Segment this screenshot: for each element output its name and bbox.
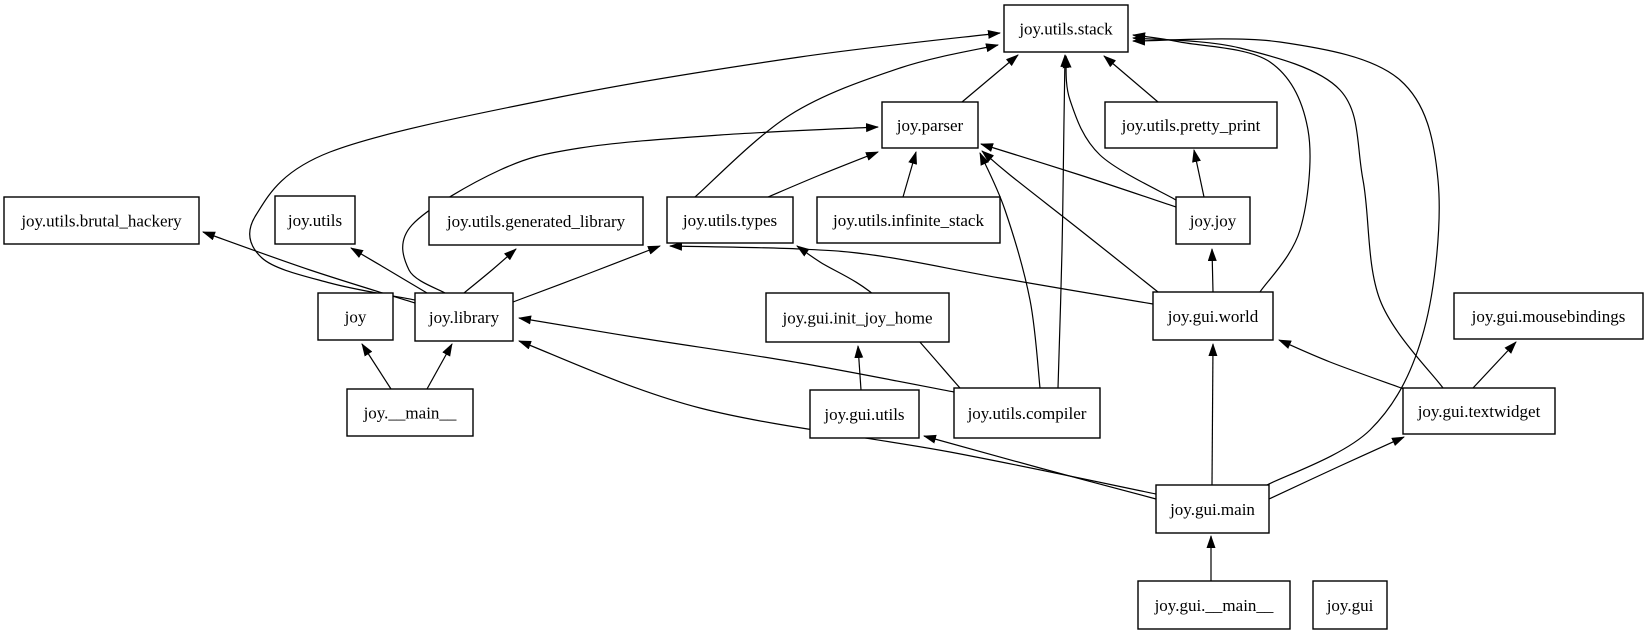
node-label-types: joy.utils.types (682, 211, 777, 230)
edge-joyjoy-to-stack (1062, 55, 1177, 201)
edge-compiler-to-stack (1057, 54, 1070, 389)
node-label-pretty: joy.utils.pretty_print (1121, 116, 1261, 135)
node-label-genlib: joy.utils.generated_library (446, 212, 626, 231)
node-box-joy (317, 292, 394, 341)
node-box-brutal (3, 196, 200, 245)
node-box-textwidget (1402, 387, 1556, 435)
edge-mainmod-to-library (426, 343, 453, 390)
node-joy: joy (317, 292, 394, 341)
node-label-world: joy.gui.world (1167, 307, 1259, 326)
edge-guimain-to-world (1208, 343, 1218, 486)
node-box-stack (1003, 4, 1129, 53)
node-label-utils: joy.utils (287, 211, 342, 230)
node-genlib: joy.utils.generated_library (428, 196, 644, 246)
node-label-stack: joy.utils.stack (1018, 20, 1113, 39)
node-box-genlib (428, 196, 644, 246)
node-box-world (1152, 291, 1274, 341)
node-guimainmod: joy.gui.__main__ (1137, 580, 1291, 630)
node-box-inithome (765, 292, 950, 343)
edge-library-to-utils (350, 247, 428, 294)
edge-library-to-parser (402, 123, 879, 294)
edge-world-to-parser (981, 150, 1159, 293)
edge-library-to-genlib (463, 248, 517, 294)
node-world: joy.gui.world (1152, 291, 1274, 341)
node-box-mainmod (346, 388, 474, 437)
node-box-parser (881, 101, 979, 149)
edge-textwidget-to-mouse (1472, 341, 1517, 389)
node-box-library (414, 292, 514, 342)
node-label-inithome: joy.gui.init_joy_home (781, 309, 932, 328)
edge-library-to-stack (249, 29, 1001, 301)
edge-world-to-joyjoy (1207, 248, 1217, 293)
node-guiutils: joy.gui.utils (809, 389, 920, 439)
edge-textwidget-to-world (1278, 339, 1405, 390)
edge-compiler-to-parser (979, 152, 1041, 389)
node-box-guiutils (809, 389, 920, 439)
edge-mainmod-to-joy (361, 343, 392, 390)
edge-types-to-parser (767, 151, 879, 198)
node-label-library: joy.library (428, 308, 500, 327)
node-box-types (666, 196, 794, 244)
edge-pretty-to-stack (1103, 55, 1159, 103)
node-mouse: joy.gui.mousebindings (1453, 292, 1644, 340)
node-label-joy: joy (344, 308, 367, 327)
node-box-guimain (1155, 484, 1270, 534)
edge-guiutils-to-inithome (854, 345, 864, 391)
node-inithome: joy.gui.init_joy_home (765, 292, 950, 343)
edge-compiler-to-library (518, 315, 955, 393)
edge-guimain-to-guiutils (923, 434, 1157, 500)
edge-joyjoy-to-parser (980, 143, 1177, 208)
node-library: joy.library (414, 292, 514, 342)
node-box-gui (1312, 580, 1388, 630)
node-infstack: joy.utils.infinite_stack (816, 196, 1001, 244)
node-label-infstack: joy.utils.infinite_stack (832, 211, 984, 230)
node-stack: joy.utils.stack (1003, 4, 1129, 53)
node-label-joyjoy: joy.joy (1189, 212, 1237, 231)
edge-world-to-stack (1132, 32, 1311, 293)
node-label-textwidget: joy.gui.textwidget (1417, 402, 1541, 421)
node-label-guimain: joy.gui.main (1169, 500, 1255, 519)
node-guimain: joy.gui.main (1155, 484, 1270, 534)
edge-world-to-types (669, 241, 1154, 305)
node-box-compiler (953, 387, 1101, 439)
edge-guimain-to-stack (1132, 36, 1440, 486)
edge-parser-to-stack (961, 54, 1019, 103)
edge-joyjoy-to-pretty (1192, 149, 1205, 198)
node-compiler: joy.utils.compiler (953, 387, 1101, 439)
node-gui: joy.gui (1312, 580, 1388, 630)
node-label-guiutils: joy.gui.utils (823, 405, 904, 424)
node-types: joy.utils.types (666, 196, 794, 244)
node-box-mouse (1453, 292, 1644, 340)
node-box-guimainmod (1137, 580, 1291, 630)
node-joyjoy: joy.joy (1175, 196, 1251, 245)
edge-library-to-types (512, 245, 661, 303)
node-box-infstack (816, 196, 1001, 244)
edge-infstack-to-parser (902, 151, 917, 198)
node-label-compiler: joy.utils.compiler (967, 404, 1087, 423)
node-box-joyjoy (1175, 196, 1251, 245)
node-label-parser: joy.parser (896, 116, 964, 135)
node-brutal: joy.utils.brutal_hackery (3, 196, 200, 245)
nodes-layer: joy.utils.stack joy.parser joy.utils.prett… (3, 4, 1644, 630)
edge-textwidget-to-stack (1132, 34, 1444, 389)
node-label-mainmod: joy.__main__ (363, 404, 457, 423)
edge-types-to-stack (694, 43, 999, 198)
node-box-pretty (1104, 101, 1278, 149)
edge-compiler-to-types (796, 245, 961, 389)
node-mainmod: joy.__main__ (346, 388, 474, 437)
node-label-brutal: joy.utils.brutal_hackery (20, 212, 182, 231)
node-label-gui: joy.gui (1326, 596, 1374, 615)
node-box-utils (274, 195, 356, 245)
node-label-mouse: joy.gui.mousebindings (1471, 307, 1626, 326)
edge-guimain-to-textwidget (1268, 436, 1405, 500)
node-label-guimainmod: joy.gui.__main__ (1154, 596, 1274, 615)
node-parser: joy.parser (881, 101, 979, 149)
node-textwidget: joy.gui.textwidget (1402, 387, 1556, 435)
node-utils: joy.utils (274, 195, 356, 245)
node-pretty: joy.utils.pretty_print (1104, 101, 1278, 149)
